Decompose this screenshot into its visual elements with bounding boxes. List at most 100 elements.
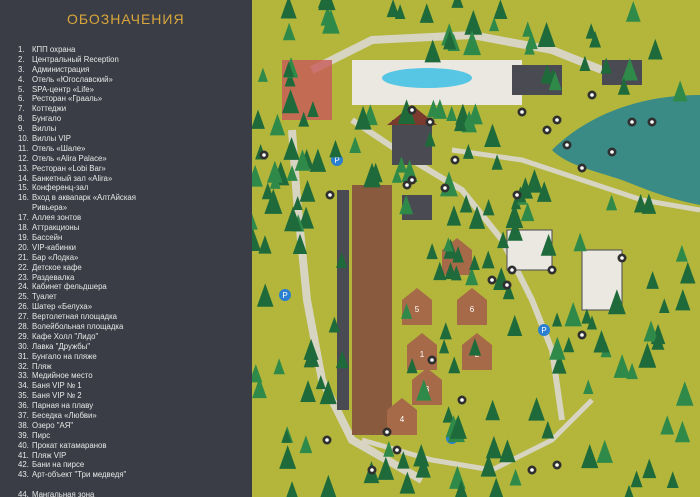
tree-icon (485, 399, 500, 421)
map-pin-icon[interactable] (502, 280, 512, 290)
cottage-number: 1 (420, 350, 425, 359)
parking-label: P (282, 291, 287, 300)
tree-icon (464, 9, 483, 35)
legend-item-label: Ресторан «Lobi Bar» (32, 163, 106, 173)
tree-icon (593, 329, 610, 353)
map-pin-icon[interactable] (512, 190, 522, 200)
tree-icon (319, 380, 337, 405)
legend-item-number: 29. (18, 331, 29, 341)
map-pin-icon[interactable] (367, 465, 377, 475)
map-pin-icon[interactable] (577, 163, 587, 173)
legend-item-number: 27. (18, 312, 29, 322)
tree-icon (406, 357, 418, 374)
map-pin-icon[interactable] (487, 275, 497, 285)
tree-icon (625, 1, 641, 22)
map-pin-icon[interactable] (457, 395, 467, 405)
map-pin-icon[interactable] (407, 175, 417, 185)
tree-icon (395, 156, 408, 173)
legend-item-label: Виллы (32, 124, 57, 134)
legend-item: 17.Аллея зонтов (18, 213, 142, 223)
legend-item-number: 11. (18, 143, 29, 153)
map-pin-icon[interactable] (552, 460, 562, 470)
legend-item: 42.Бани на пирсе (18, 460, 142, 470)
map-pin-icon[interactable] (527, 465, 537, 475)
legend-item-label: Кафе Холл "Лидо" (32, 331, 99, 341)
tree-icon (462, 143, 474, 159)
map-pin-icon[interactable] (577, 330, 587, 340)
legend-item: 13.Ресторан «Lobi Bar» (18, 164, 142, 174)
cottage-number: 4 (400, 415, 405, 424)
legend-item-label: VIP-кабинки (32, 242, 76, 252)
map-pin-icon[interactable] (547, 265, 557, 275)
parking-label: P (541, 326, 546, 335)
legend-item-number: 25. (18, 292, 29, 302)
tree-icon (279, 445, 297, 469)
legend-item: 32.Пляж (18, 362, 142, 372)
tree-icon (320, 474, 337, 497)
tree-icon (294, 149, 311, 171)
map-pin-icon[interactable] (450, 155, 460, 165)
map-pin-icon[interactable] (617, 253, 627, 263)
tree-icon (283, 61, 295, 78)
tree-icon (634, 193, 648, 213)
map-pin-icon[interactable] (325, 190, 335, 200)
tree-icon (252, 164, 263, 187)
tree-icon (252, 226, 261, 252)
tree-icon (480, 454, 497, 477)
legend-item-label: Ресторан «Грааль» (32, 94, 103, 104)
map-pin-icon[interactable] (382, 427, 392, 437)
legend-item: 22.Детское кафе (18, 263, 142, 273)
map-pin-icon[interactable] (322, 435, 332, 445)
tree-icon (413, 444, 430, 467)
legend-item: 31.Бунгало на пляже (18, 352, 142, 362)
legend-item: 39.Пирс (18, 431, 142, 441)
map-pin-icon[interactable] (552, 115, 562, 125)
map-pin-icon[interactable] (407, 105, 417, 115)
tree-icon (605, 194, 618, 211)
tree-icon (493, 0, 508, 19)
legend-item-number: 8. (18, 114, 25, 124)
map-pin-icon[interactable] (440, 183, 450, 193)
legend-item-label: КПП охрана (32, 45, 76, 54)
map-pin-icon[interactable] (427, 355, 437, 365)
tree-icon (284, 71, 296, 87)
legend-item-label: Арт-объект "Три медведя" (32, 470, 127, 480)
legend-item-number: 23. (18, 272, 29, 282)
legend-item-label: Бунгало на пляже (32, 351, 97, 361)
map-pin-icon[interactable] (259, 150, 269, 160)
tree-icon (517, 177, 533, 199)
legend-item: 15.Конференц-зал (18, 183, 142, 193)
resort-map[interactable]: 561234 PPPP (252, 0, 700, 497)
map-pin-icon[interactable] (587, 90, 597, 100)
tree-icon (303, 338, 319, 360)
map-pins (259, 90, 657, 475)
legend-item-label: Раздевалка (32, 272, 75, 282)
map-pin-icon[interactable] (542, 125, 552, 135)
tree-icon (307, 100, 319, 117)
map-pin-icon[interactable] (647, 117, 657, 127)
map-pin-icon[interactable] (517, 107, 527, 117)
tree-icon (468, 338, 482, 356)
map-pin-icon[interactable] (562, 140, 572, 150)
map-pin-icon[interactable] (627, 117, 637, 127)
map-pin-icon[interactable] (507, 265, 517, 275)
legend-item-label: Шатер «Белуха» (32, 302, 93, 312)
tree-icon (257, 67, 268, 82)
legend-item-number: 2. (18, 54, 25, 64)
legend-item-number: 7. (18, 104, 25, 114)
tree-icon (252, 109, 265, 129)
legend-item-number: 9. (18, 124, 25, 134)
tree-icon (424, 39, 441, 63)
tree-icon (659, 298, 670, 314)
cottage-number: 6 (470, 305, 475, 314)
tree-icon (328, 316, 341, 333)
tree-icon (283, 137, 300, 160)
map-pin-icon[interactable] (392, 445, 402, 455)
legend-item: 3.Администрация (18, 65, 142, 75)
tree-icon (336, 252, 348, 268)
tree-icon (666, 471, 679, 488)
tree-icon (443, 237, 454, 252)
map-pin-icon[interactable] (607, 147, 617, 157)
map-pin-icon[interactable] (425, 117, 435, 127)
map-canvas[interactable]: 561234 PPPP (252, 0, 700, 497)
